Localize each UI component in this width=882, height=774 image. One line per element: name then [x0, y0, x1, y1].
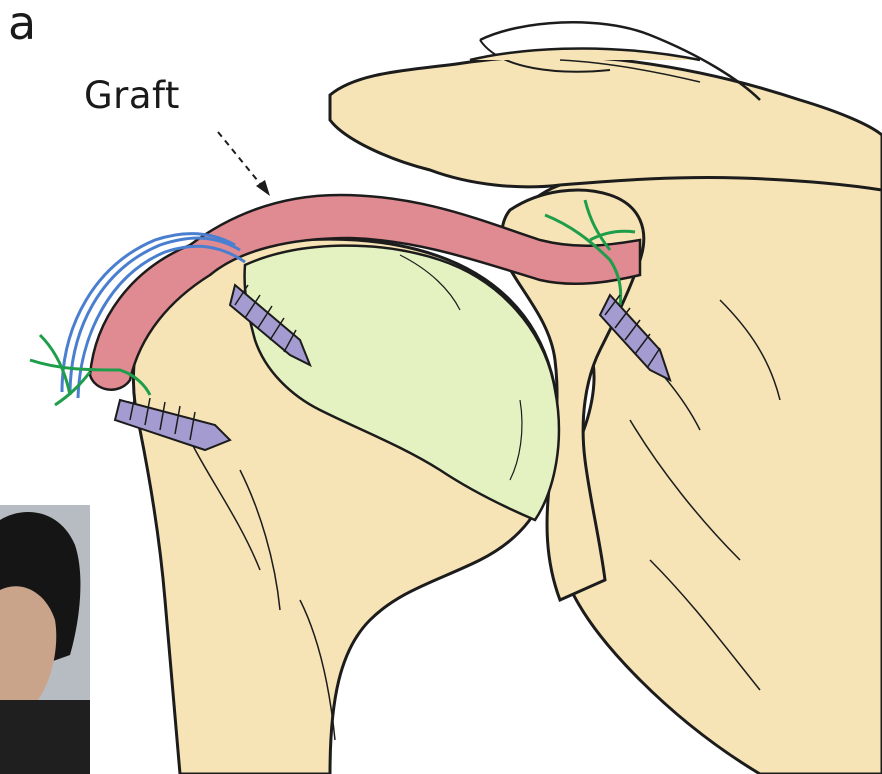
inset-photo: [0, 505, 90, 774]
graft-label: Graft: [84, 74, 180, 117]
panel-letter: a: [8, 0, 36, 50]
acromion: [330, 22, 882, 190]
dashed-arrow-icon: [218, 132, 270, 196]
